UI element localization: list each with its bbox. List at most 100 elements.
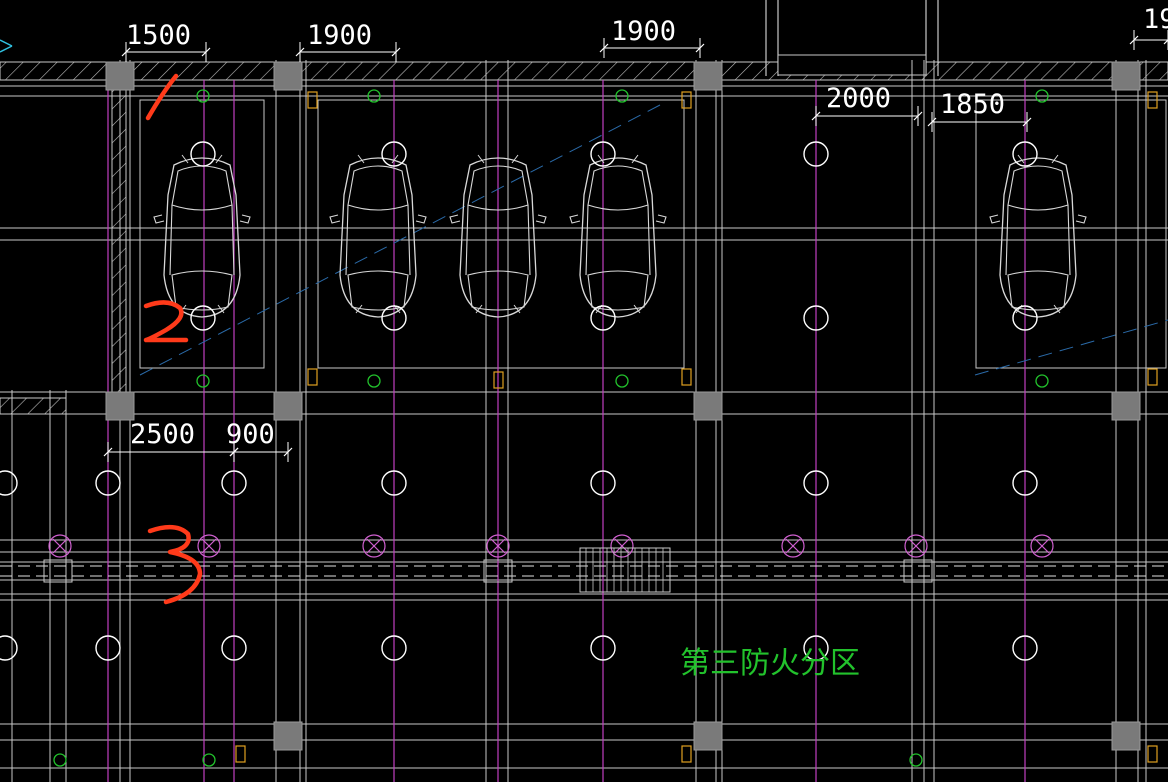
outlet-box bbox=[235, 745, 246, 763]
drain-symbol bbox=[486, 534, 510, 558]
sprinkler-head bbox=[803, 470, 829, 496]
fire-zone-label: 第三防火分区 bbox=[680, 646, 860, 681]
sprinkler-head bbox=[221, 470, 247, 496]
handwritten-annotations bbox=[143, 73, 203, 605]
sprinkler-head bbox=[1012, 305, 1038, 331]
green-symbol bbox=[1035, 374, 1049, 388]
parked-car bbox=[569, 154, 667, 318]
annotation-2 bbox=[143, 300, 189, 343]
sprinkler-head bbox=[590, 305, 616, 331]
sprinkler-head bbox=[1012, 635, 1038, 661]
green-symbol bbox=[202, 753, 216, 767]
outlet-box bbox=[681, 745, 692, 763]
structural-column bbox=[105, 391, 135, 421]
dimension-tick bbox=[1163, 39, 1168, 45]
structural-column bbox=[273, 61, 303, 91]
sprinkler-head bbox=[590, 635, 616, 661]
annotation-3 bbox=[147, 524, 203, 605]
dim-1850: 1850 bbox=[940, 89, 1005, 120]
parked-car bbox=[329, 154, 427, 318]
parking-bay bbox=[317, 99, 685, 369]
dimension-layer: 1500 1900 1900 19 2000 1850 2500 900 bbox=[126, 4, 1168, 450]
structural-column bbox=[693, 721, 723, 751]
dim-1900-b: 1900 bbox=[611, 16, 676, 47]
dim-2000: 2000 bbox=[826, 83, 891, 114]
lower-left-wall-hatch bbox=[0, 397, 67, 415]
sprinkler-head bbox=[381, 305, 407, 331]
structural-column bbox=[1111, 61, 1141, 91]
structural-column bbox=[273, 721, 303, 751]
drain-symbol-x bbox=[490, 538, 506, 554]
drain-symbol bbox=[1030, 534, 1054, 558]
sprinkler-head bbox=[803, 635, 829, 661]
sprinkler-head bbox=[95, 635, 121, 661]
drain-symbol-x bbox=[201, 538, 217, 554]
sprinkler-head bbox=[590, 470, 616, 496]
drain-symbol bbox=[904, 534, 928, 558]
structural-column bbox=[105, 61, 135, 91]
green-symbol bbox=[615, 374, 629, 388]
stair-block bbox=[579, 547, 671, 593]
outlet-box bbox=[681, 91, 692, 109]
drain-symbol-x bbox=[614, 538, 630, 554]
drain-symbol bbox=[48, 534, 72, 558]
sprinkler-head bbox=[381, 470, 407, 496]
sprinkler-head bbox=[95, 470, 121, 496]
fixture-box bbox=[903, 559, 933, 583]
outlet-box bbox=[1147, 91, 1158, 109]
outlet-box bbox=[307, 368, 318, 386]
dim-1900-a: 1900 bbox=[307, 20, 372, 51]
parked-car bbox=[989, 154, 1087, 318]
edge-marker bbox=[0, 45, 13, 53]
zone-label-layer: 第三防火分区 bbox=[680, 646, 860, 681]
drain-symbol bbox=[197, 534, 221, 558]
green-symbol bbox=[367, 89, 381, 103]
outlet-box bbox=[681, 368, 692, 386]
sprinkler-head bbox=[1012, 470, 1038, 496]
outlet-box bbox=[307, 91, 318, 109]
parking-bay bbox=[975, 99, 1167, 369]
drain-symbol-x bbox=[366, 538, 382, 554]
green-symbol bbox=[367, 374, 381, 388]
sprinkler-head bbox=[381, 635, 407, 661]
sprinkler-head bbox=[803, 141, 829, 167]
annotation-1 bbox=[145, 73, 179, 121]
sprinkler-head bbox=[590, 141, 616, 167]
outlet-box bbox=[493, 371, 504, 389]
dim-1500: 1500 bbox=[126, 20, 191, 51]
sprinkler-head bbox=[0, 635, 18, 661]
drain-symbol bbox=[781, 534, 805, 558]
dashed-diagonal bbox=[974, 319, 1168, 376]
structural-column bbox=[273, 391, 303, 421]
sprinkler-head bbox=[803, 305, 829, 331]
drain-symbol-x bbox=[52, 538, 68, 554]
drain-symbol-x bbox=[1034, 538, 1050, 554]
drain-symbol-x bbox=[785, 538, 801, 554]
drain-symbol bbox=[362, 534, 386, 558]
sprinkler-head bbox=[190, 141, 216, 167]
parked-car bbox=[153, 154, 251, 318]
outlet-box bbox=[1147, 368, 1158, 386]
drain-symbol bbox=[610, 534, 634, 558]
green-symbol bbox=[196, 374, 210, 388]
sprinkler-head bbox=[1012, 141, 1038, 167]
green-symbol bbox=[53, 753, 67, 767]
green-symbol bbox=[909, 753, 923, 767]
sprinkler-head bbox=[0, 470, 18, 496]
green-symbol bbox=[196, 89, 210, 103]
edge-marker bbox=[0, 39, 13, 47]
green-symbol bbox=[615, 89, 629, 103]
green-symbol bbox=[1035, 89, 1049, 103]
sprinkler-head bbox=[190, 305, 216, 331]
structural-column bbox=[1111, 721, 1141, 751]
dim-900: 900 bbox=[226, 419, 275, 450]
sprinkler-head bbox=[221, 635, 247, 661]
structural-column bbox=[1111, 391, 1141, 421]
drain-symbol-x bbox=[908, 538, 924, 554]
dashed-diagonal bbox=[139, 104, 661, 376]
sprinkler-head bbox=[381, 141, 407, 167]
fixture-box bbox=[43, 559, 73, 583]
parking-bay bbox=[139, 99, 265, 369]
